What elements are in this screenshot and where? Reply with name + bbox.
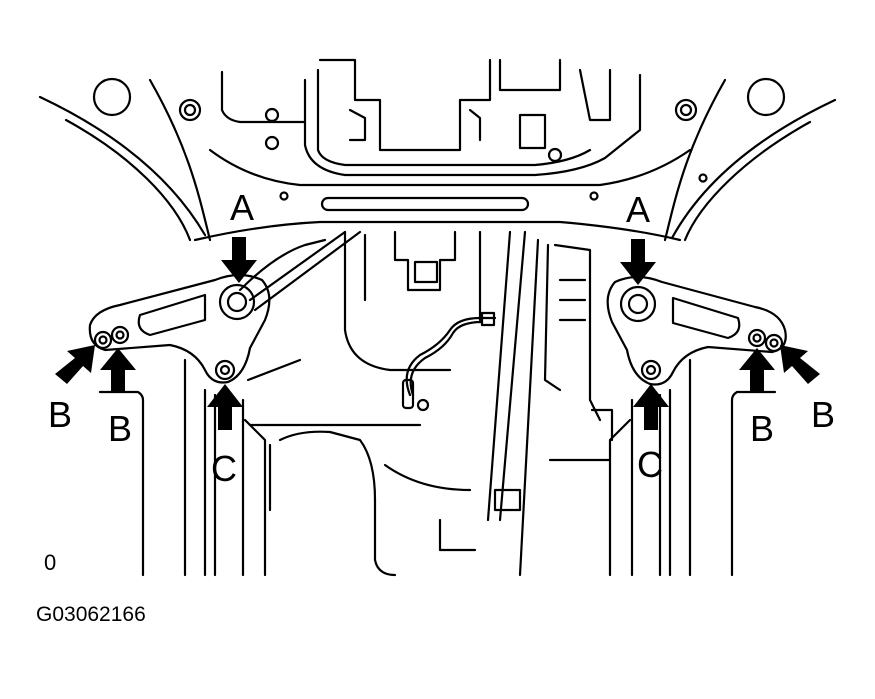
right-bolt-a <box>627 293 649 315</box>
left-mount-hole <box>178 98 202 122</box>
callout-c-left: C <box>211 448 237 489</box>
crossmember <box>193 148 692 242</box>
callout-b-left-outer: B <box>48 394 73 435</box>
figure-code: G03062166 <box>36 603 146 626</box>
arrow-a-left <box>221 237 257 283</box>
wire-harness <box>401 311 497 412</box>
oil-pan <box>248 423 522 577</box>
arrow-c-left <box>207 384 243 430</box>
arrow-b-left-inner <box>100 348 136 392</box>
left-body-hole <box>92 77 132 117</box>
callout-b-right-outer: B <box>811 394 836 435</box>
left-mount-hole-inner <box>183 103 197 117</box>
upper-bolt-2 <box>264 135 280 151</box>
upper-bolt-1 <box>264 107 280 123</box>
callout-a-left: A <box>230 187 255 228</box>
harness-clip-hole <box>416 398 430 412</box>
right-bolt-c <box>640 359 662 381</box>
left-bolt-b-outer <box>93 330 113 350</box>
right-body-hole <box>746 77 786 117</box>
arrow-b-left-outer <box>55 345 95 384</box>
engine-outline <box>220 58 642 177</box>
arrow-c-right <box>633 384 669 430</box>
right-frame-rails <box>548 358 777 577</box>
arrow-b-right-outer <box>780 345 820 384</box>
left-arm-bracket <box>88 273 271 384</box>
corner-mark: 0 <box>44 550 57 575</box>
callout-a-right: A <box>626 189 651 230</box>
center-tunnel <box>343 230 602 577</box>
body-outline <box>38 78 837 242</box>
right-bolt-b-outer <box>764 333 784 353</box>
upper-bolt-3 <box>547 147 563 163</box>
left-bolt-b-inner-center <box>115 330 125 340</box>
left-bolt-c <box>214 359 236 381</box>
right-arm-bracket <box>606 275 787 386</box>
callout-arrows <box>55 237 820 430</box>
callout-b-right-inner: B <box>750 408 775 449</box>
small-hole-left <box>279 191 289 201</box>
left-bolt-c-center <box>219 364 231 376</box>
arrow-a-right <box>620 239 656 285</box>
right-bolt-b-inner-center <box>752 333 762 343</box>
left-frame-rails <box>98 230 362 577</box>
right-bolt-b-outer-center <box>769 338 779 348</box>
right-bolt-c-center <box>645 364 657 376</box>
shift-housing <box>413 260 439 284</box>
right-mount-hole-inner <box>679 103 693 117</box>
small-hole-far-right <box>698 173 708 183</box>
harness-clip <box>480 311 496 327</box>
callout-b-left-inner: B <box>108 408 133 449</box>
left-bolt-b-inner <box>110 325 130 345</box>
right-mount-hole <box>674 98 698 122</box>
callout-c-right: C <box>637 444 663 485</box>
left-bushing-a <box>218 283 256 321</box>
left-bolt-b-outer-center <box>98 335 108 345</box>
crossmember-slot <box>320 196 530 212</box>
small-hole-right <box>589 191 599 201</box>
arrow-b-right-inner <box>739 348 775 392</box>
right-bolt-b-inner <box>747 328 767 348</box>
left-bolt-a <box>226 291 248 313</box>
wire-connector <box>401 378 415 410</box>
right-bushing-a <box>619 285 657 323</box>
